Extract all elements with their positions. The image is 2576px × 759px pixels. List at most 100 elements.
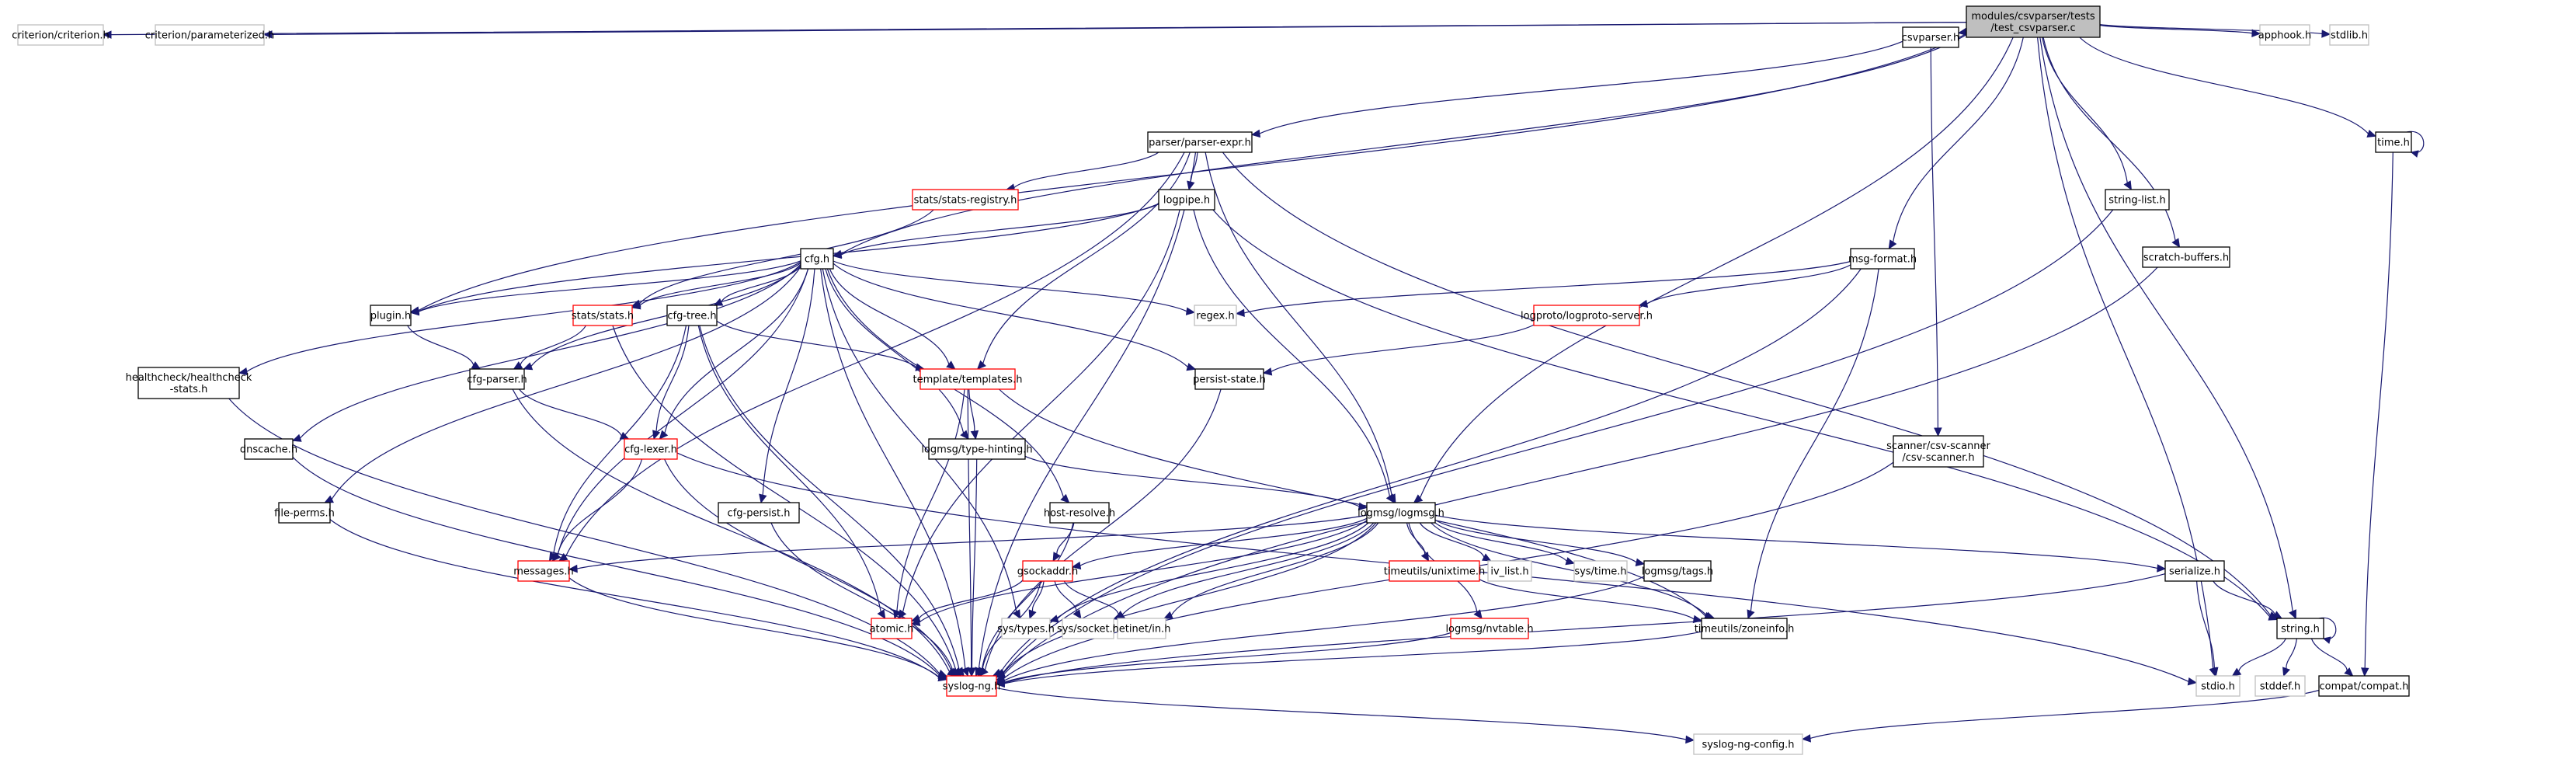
node-label: string-list.h bbox=[2108, 195, 2165, 207]
node-box bbox=[2329, 24, 2369, 46]
node-messages[interactable]: messages.h bbox=[513, 560, 574, 582]
edge-logmsg-to-systime bbox=[1434, 522, 1576, 566]
edge-parserexpr-to-stringh bbox=[1222, 151, 2279, 619]
edge-msgformat-to-zoneinfo bbox=[1747, 268, 1879, 620]
node-label: logproto/logproto-server.h bbox=[1521, 311, 1653, 322]
node-root[interactable]: modules/csvparser/tests/test_csvparser.c bbox=[1966, 5, 2101, 38]
node-scratch[interactable]: scratch-buffers.h bbox=[2142, 246, 2230, 268]
node-stddef[interactable]: stddef.h bbox=[2254, 675, 2306, 697]
node-stats[interactable]: stats/stats.h bbox=[572, 305, 634, 326]
edge-logmsg-to-ivlist bbox=[1419, 522, 1492, 562]
edge-cfg-to-cfgpersist bbox=[759, 268, 815, 504]
node-templates[interactable]: template/templates.h bbox=[913, 368, 1023, 390]
node-statsreg[interactable]: stats/stats-registry.h bbox=[912, 189, 1019, 211]
arrowhead bbox=[2344, 667, 2354, 677]
arrowhead bbox=[2171, 238, 2181, 249]
node-atomic[interactable]: atomic.h bbox=[870, 618, 914, 639]
node-gsockaddr[interactable]: gsockaddr.h bbox=[1017, 560, 1078, 582]
arrowhead bbox=[1635, 558, 1646, 566]
arrowhead bbox=[1565, 557, 1576, 566]
arrowhead bbox=[2321, 30, 2331, 38]
node-cfgparser[interactable]: cfg-parser.h bbox=[467, 368, 527, 390]
node-csvparser[interactable]: csvparser.h bbox=[1902, 26, 1959, 48]
node-healthcheck[interactable]: healthcheck/healthcheck-stats.h bbox=[126, 367, 252, 399]
node-label: syslog-ng.h bbox=[943, 681, 1001, 693]
edge-root-to-scratch bbox=[2042, 37, 2181, 249]
node-label: messages.h bbox=[513, 566, 574, 578]
edge-logmsg-to-systypes bbox=[1048, 522, 1369, 623]
node-syssocket[interactable]: sys/socket.h bbox=[1057, 618, 1119, 639]
edge-timeh-to-compat bbox=[2361, 151, 2393, 677]
node-stringh[interactable]: string.h bbox=[2276, 618, 2324, 639]
node-cfgpersist[interactable]: cfg-persist.h bbox=[718, 502, 800, 524]
node-dnscache[interactable]: dnscache.h bbox=[240, 438, 297, 460]
edge-cfg-to-templates bbox=[829, 268, 956, 370]
node-stdio[interactable]: stdio.h bbox=[2195, 675, 2241, 697]
node-systypes[interactable]: sys/types.h bbox=[997, 618, 1055, 639]
node-zoneinfo[interactable]: timeutils/zoneinfo.h bbox=[1695, 618, 1795, 639]
edge-cfg-to-typehinting bbox=[825, 268, 969, 440]
node-box bbox=[2254, 675, 2306, 697]
node-regex[interactable]: regex.h bbox=[1194, 305, 1237, 326]
node-box bbox=[2318, 675, 2410, 697]
node-box bbox=[1049, 502, 1110, 524]
edge-logmsg-to-messages bbox=[568, 514, 1368, 573]
node-logmsg[interactable]: logmsg/logmsg.h bbox=[1358, 502, 1444, 524]
arrowhead bbox=[631, 301, 641, 310]
node-logprotoserver[interactable]: logproto/logproto-server.h bbox=[1521, 305, 1653, 326]
node-syslogng[interactable]: syslog-ng.h bbox=[943, 675, 1001, 697]
node-msgformat[interactable]: msg-format.h bbox=[1848, 248, 1917, 270]
node-timeh[interactable]: time.h bbox=[2375, 131, 2412, 153]
node-box bbox=[517, 560, 570, 582]
node-label: compat/compat.h bbox=[2320, 681, 2409, 693]
node-logpipe[interactable]: logpipe.h bbox=[1158, 189, 1215, 211]
node-criterion[interactable]: criterion/criterion.h bbox=[12, 24, 110, 46]
arrowhead bbox=[2282, 667, 2290, 677]
edge-hostresolve-to-syslogng bbox=[977, 522, 1074, 677]
node-label: sys/types.h bbox=[997, 624, 1055, 635]
node-label: healthcheck/healthcheck bbox=[126, 372, 252, 384]
node-csvscanner[interactable]: scanner/csv-scanner/csv-scanner.h bbox=[1886, 435, 1991, 468]
edge-cfg-to-regex bbox=[833, 260, 1196, 315]
node-ivlist[interactable]: iv_list.h bbox=[1487, 560, 1532, 582]
node-apphook[interactable]: apphook.h bbox=[2258, 24, 2312, 46]
edge-cfgtree-to-templates bbox=[716, 320, 925, 371]
edge-nvtable-to-syslogng bbox=[995, 632, 1451, 687]
edge-logmsg-to-syssocket bbox=[1112, 522, 1375, 621]
node-box bbox=[1693, 733, 1803, 755]
node-typehinting[interactable]: logmsg/type-hinting.h bbox=[921, 438, 1033, 460]
node-unixtime[interactable]: timeutils/unixtime.h bbox=[1384, 560, 1486, 582]
edge-logmsg-to-netinet bbox=[1163, 522, 1379, 619]
node-plugin[interactable]: plugin.h bbox=[370, 305, 412, 326]
node-label: -stats.h bbox=[170, 384, 208, 395]
arrowhead bbox=[1071, 561, 1082, 570]
edge-stringh-to-stdio bbox=[2231, 638, 2286, 677]
node-cfglexer[interactable]: cfg-lexer.h bbox=[624, 438, 678, 460]
node-fileperms[interactable]: file-perms.h bbox=[274, 502, 335, 524]
node-stdlib[interactable]: stdlib.h bbox=[2329, 24, 2369, 46]
node-hostresolve[interactable]: host-resolve.h bbox=[1044, 502, 1115, 524]
arrowhead bbox=[1747, 609, 1755, 620]
arrowhead bbox=[2123, 180, 2133, 191]
node-cfg[interactable]: cfg.h bbox=[800, 248, 834, 270]
node-serialize[interactable]: serialize.h bbox=[2164, 560, 2225, 582]
arrowhead bbox=[1385, 493, 1395, 503]
node-nvtable[interactable]: logmsg/nvtable.h bbox=[1445, 618, 1534, 639]
node-compat[interactable]: compat/compat.h bbox=[2318, 675, 2410, 697]
node-persist[interactable]: persist-state.h bbox=[1193, 368, 1266, 390]
arrowhead bbox=[1473, 609, 1483, 619]
node-syslogngconfig[interactable]: syslog-ng-config.h bbox=[1693, 733, 1803, 755]
node-box bbox=[2105, 189, 2170, 211]
node-box bbox=[278, 502, 331, 524]
node-stringlist[interactable]: string-list.h bbox=[2105, 189, 2170, 211]
node-parserexpr[interactable]: parser/parser-expr.h bbox=[1147, 131, 1253, 153]
node-netinet[interactable]: netinet/in.h bbox=[1113, 618, 1171, 639]
node-parameterized[interactable]: criterion/parameterized.h bbox=[145, 24, 274, 46]
edge-cfg-to-cfglexer bbox=[659, 268, 809, 440]
node-box bbox=[1117, 618, 1166, 639]
node-systime[interactable]: sys/time.h bbox=[1573, 560, 1628, 582]
node-cfgtree[interactable]: cfg-tree.h bbox=[666, 305, 718, 326]
node-tags[interactable]: logmsg/tags.h bbox=[1642, 560, 1713, 582]
node-label: netinet/in.h bbox=[1113, 624, 1171, 635]
edge-csvparser-to-parserexpr bbox=[1250, 40, 1903, 138]
